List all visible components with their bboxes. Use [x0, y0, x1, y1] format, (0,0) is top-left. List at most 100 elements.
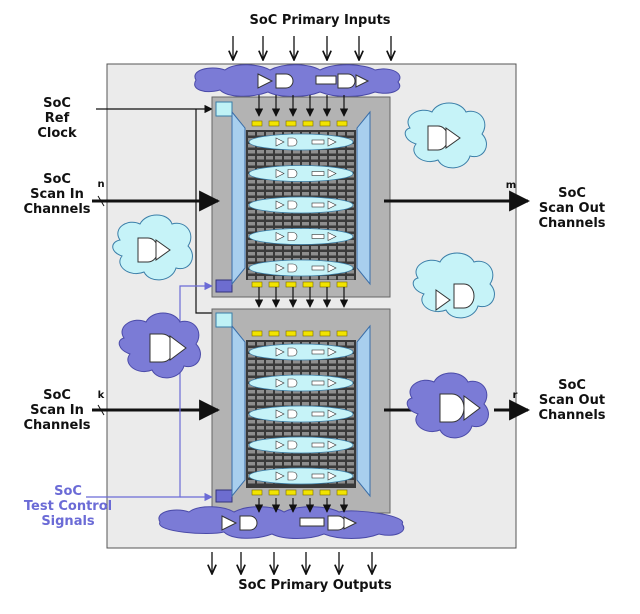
- logic-band: [248, 467, 354, 485]
- scan-cell: [347, 276, 354, 280]
- logic-gate: [311, 234, 325, 239]
- scan-cell: [311, 186, 318, 190]
- scan-cell: [320, 162, 327, 166]
- scan-cell: [257, 132, 264, 136]
- scan-cell: [329, 426, 336, 430]
- scan-cell: [248, 420, 255, 424]
- scan-cell: [347, 258, 354, 262]
- scan-cell: [257, 372, 264, 376]
- scan-cell: [293, 432, 300, 436]
- scan-cell: [320, 192, 327, 196]
- scan-cell: [302, 186, 309, 190]
- scan-cell: [284, 222, 291, 226]
- scan-cell: [293, 222, 300, 226]
- scan-cell: [266, 162, 273, 166]
- scan-cell: [275, 150, 282, 154]
- scan-in-bottom-line-1: SoC: [43, 388, 71, 403]
- logic-band: [248, 259, 354, 277]
- scan-cell: [248, 426, 255, 430]
- scan-cell: [311, 132, 318, 136]
- scan-cell: [275, 456, 282, 460]
- scan-cell: [248, 396, 255, 400]
- scan-cell: [284, 162, 291, 166]
- scan-in-bottom-label: SoC Scan In Channels: [18, 388, 96, 433]
- ref-clock-line-2: Ref: [44, 111, 70, 126]
- scan-cell: [248, 360, 255, 364]
- logic-gate: [311, 380, 325, 386]
- scan-cell: [302, 426, 309, 430]
- buffer-gate: [275, 232, 285, 241]
- scan-cell: [257, 468, 264, 472]
- scan-cell: [347, 438, 354, 442]
- scan-cell: [320, 216, 327, 220]
- scan-cell: [311, 456, 318, 460]
- scan-cell: [257, 222, 264, 226]
- scan-cell: [338, 246, 345, 250]
- scan-cell: [275, 156, 282, 160]
- ref-clock-line-1: SoC: [43, 96, 71, 111]
- scan-cell: [266, 156, 273, 160]
- primary-inputs-text: SoC Primary Inputs: [249, 13, 391, 28]
- scan-cell: [293, 276, 300, 280]
- scan-cell: [257, 162, 264, 166]
- scan-cell: [284, 456, 291, 460]
- scan-cell: [329, 396, 336, 400]
- core-to-cloud-arrows: [254, 498, 349, 513]
- inter-core-arrows: [254, 287, 349, 308]
- scan-cell: [347, 390, 354, 394]
- scan-cell: [248, 480, 255, 484]
- scan-cell: [284, 276, 291, 280]
- scan-cell: [248, 354, 255, 358]
- scan-cell: [338, 426, 345, 430]
- scan-cell: [302, 222, 309, 226]
- scan-cell: [320, 222, 327, 226]
- logic-band: [248, 405, 354, 423]
- scan-cell: [347, 450, 354, 454]
- scan-cell: [302, 390, 309, 394]
- scan-cell: [266, 360, 273, 364]
- scan-out-top-label: SoC Scan Out Channels: [532, 186, 612, 231]
- scan-cell: [248, 180, 255, 184]
- scan-cell: [338, 276, 345, 280]
- scan-cell: [320, 456, 327, 460]
- scan-cell: [275, 192, 282, 196]
- scan-cell: [311, 246, 318, 250]
- scan-cell: [248, 192, 255, 196]
- scan-cell: [275, 276, 282, 280]
- scan-cell: [248, 210, 255, 214]
- scan-cell: [329, 390, 336, 394]
- scan-cell: [320, 372, 327, 376]
- scan-in-bottom-line-2: Scan In: [30, 403, 84, 418]
- scan-cell: [275, 162, 282, 166]
- scan-cell: [311, 156, 318, 160]
- scan-cell: [257, 258, 264, 262]
- scan-cell: [266, 396, 273, 400]
- buffer-gate: [327, 378, 337, 388]
- scan-cell: [275, 360, 282, 364]
- scan-cell: [266, 420, 273, 424]
- scan-cell: [284, 432, 291, 436]
- scan-cell: [293, 186, 300, 190]
- scan-cell: [320, 366, 327, 370]
- scan-cell: [320, 246, 327, 250]
- scan-cell: [347, 462, 354, 466]
- scan-cell: [248, 402, 255, 406]
- scan-out-bottom-label: SoC Scan Out Channels: [532, 378, 612, 423]
- buffer-gate: [275, 200, 285, 210]
- scan-cell: [347, 360, 354, 364]
- scan-cell: [266, 402, 273, 406]
- scan-cell: [329, 180, 336, 184]
- flop-cell: [251, 489, 263, 496]
- scan-cell: [347, 432, 354, 436]
- scan-cell: [257, 480, 264, 484]
- scan-cell: [329, 432, 336, 436]
- scan-cell: [338, 366, 345, 370]
- scan-cell: [311, 252, 318, 256]
- scan-cell: [293, 396, 300, 400]
- scan-cell: [257, 210, 264, 214]
- scan-cell: [275, 432, 282, 436]
- scan-cell: [275, 426, 282, 430]
- scan-cell: [275, 252, 282, 256]
- scan-cell: [329, 252, 336, 256]
